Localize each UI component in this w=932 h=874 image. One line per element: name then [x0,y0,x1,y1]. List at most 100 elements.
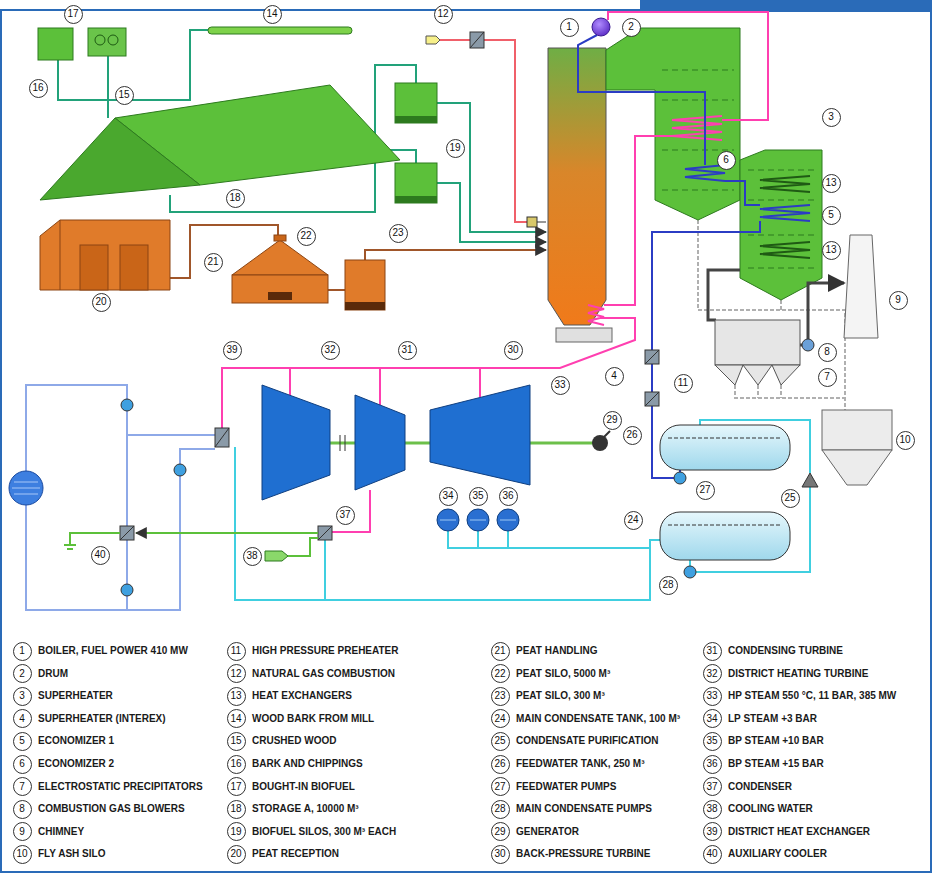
fly-ash-silo [822,410,892,485]
tanks-part [684,566,696,578]
callout-number: 3 [822,108,841,127]
district-heating-part [26,505,127,610]
key-number: 2 [13,664,32,683]
district-equipment-part [120,526,134,540]
fuel-stores-part [208,27,352,34]
boiler-part [662,70,816,268]
key-number: 15 [227,732,246,751]
steam-lines-part [479,368,481,397]
callout-number: 5 [822,206,841,225]
turbines-part [604,431,610,437]
fuel-stores-part [95,35,105,45]
fuel-stores-part [395,83,437,123]
condensers-part [440,520,516,521]
district-heating-part [26,385,215,471]
key-number: 20 [227,845,246,864]
key-text: COMBUSTION GAS BLOWERS [38,802,185,816]
key-number: 14 [227,709,246,728]
key-number: 29 [491,822,510,841]
callout-number: 23 [389,224,408,243]
precipitator-part [715,320,800,365]
key-number: 16 [227,755,246,774]
steam-lines [222,318,635,532]
turbines-part [262,385,330,500]
key-text: STORAGE A, 10000 M³ [252,802,359,816]
callout-number: 39 [223,341,242,360]
key-number: 25 [491,732,510,751]
key-text: BOUGHT-IN BIOFUEL [252,780,355,794]
key-number: 39 [703,822,722,841]
key-number: 28 [491,800,510,819]
key-number: 8 [13,800,32,819]
boiler-part [556,328,612,342]
key-text: BOILER, FUEL POWER 410 MW [38,644,188,658]
district-equipment-part [174,464,186,476]
boiler-part [604,136,672,305]
callout-number: 16 [29,79,48,98]
fly-ash-silo-part [822,410,892,450]
callout-number: 28 [659,576,678,595]
biofuel-feed-part [107,56,109,118]
key-number: 13 [227,687,246,706]
key-text: FEEDWATER TANK, 250 M³ [516,757,645,771]
key-text: BIOFUEL SILOS, 300 M³ EACH [252,825,396,839]
callout-number: 22 [297,227,316,246]
key-text: CONDENSING TURBINE [728,644,843,658]
key-text: BP STEAM +10 BAR [728,734,824,748]
turbines-part [340,435,345,451]
district-equipment-part [215,428,229,447]
key-text: MAIN CONDENSATE PUMPS [516,802,652,816]
callout-number: 37 [336,506,355,525]
key-text: ELECTROSTATIC PRECIPITATORS [38,780,203,794]
key-number: 40 [703,845,722,864]
boiler-part [592,18,610,36]
district-equipment-part [9,471,43,505]
callout-number: 32 [321,341,340,360]
precipitator [715,320,814,385]
key-text: GENERATOR [516,825,579,839]
callout-number: 29 [603,411,622,430]
ash-lines-part [780,300,782,310]
callout-number: 8 [818,343,837,362]
key-number: 7 [13,777,32,796]
callout-number: 27 [696,481,715,500]
key-text: PEAT RECEPTION [252,847,339,861]
key-number: 37 [703,777,722,796]
frame-part [1,10,931,872]
key-text: HIGH PRESSURE PREHEATER [252,644,399,658]
key-text: SUPERHEATER (INTEREX) [38,712,166,726]
boiler [548,12,822,342]
key-number: 1 [13,642,32,661]
key-number: 12 [227,664,246,683]
precipitator-part [772,365,800,385]
gas-line-part [537,222,546,223]
fuel-stores-part [395,116,437,123]
key-number: 23 [491,687,510,706]
gas-line-part [527,217,537,227]
condensate-lines-part [478,531,508,548]
condensate-lines-part [448,531,650,548]
peat-handling-part [232,275,328,303]
tanks [660,425,818,578]
preheaters [645,350,659,406]
peat-handling-part [60,220,61,290]
callout-number: 36 [499,487,518,506]
district-equipment [9,399,332,596]
district-equipment-part [318,526,332,540]
key-text: DRUM [38,667,68,681]
callout-number: 12 [434,5,453,24]
steam-lines-part [289,368,291,395]
frame-part [640,0,932,12]
callout-number: 6 [717,151,736,170]
preheaters-part [645,392,659,406]
chimney-part [844,235,878,338]
callout-number: 7 [818,368,837,387]
callout-number: 13 [822,174,841,193]
boiler-part [578,35,705,165]
peat-handling-part [328,289,345,291]
district-heating [26,385,215,610]
district-heating-part [127,449,215,610]
peat-handling-part [40,220,170,290]
